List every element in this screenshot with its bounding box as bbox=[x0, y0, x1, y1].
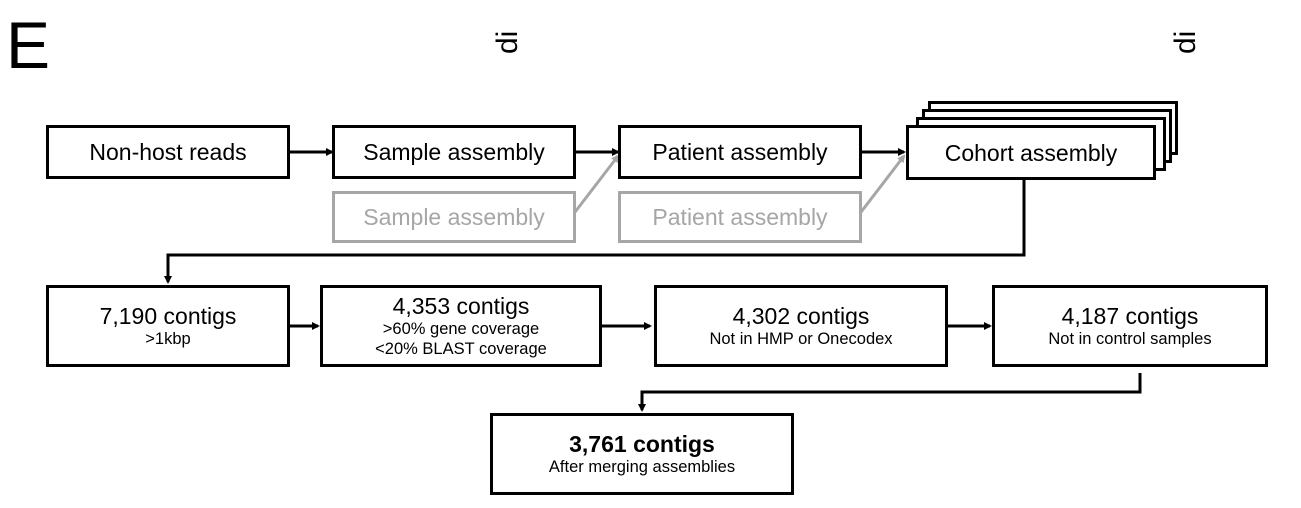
sample-assembly-secondary-label: Sample assembly bbox=[363, 204, 545, 230]
connector-cohort-to-contigs bbox=[164, 180, 1026, 284]
contigs-4187-title: 4,187 contigs bbox=[1061, 303, 1199, 329]
cohort-assembly-box: Cohort assembly bbox=[906, 125, 1156, 180]
contigs-4353-title: 4,353 contigs bbox=[392, 293, 530, 319]
arrow-patient-secondary-to-cohort bbox=[856, 154, 906, 217]
contigs-3761-criteria: After merging assemblies bbox=[548, 458, 736, 476]
contigs-4302-title: 4,302 contigs bbox=[732, 303, 870, 329]
patient-assembly-secondary-label: Patient assembly bbox=[652, 204, 828, 230]
patient-assembly-box: Patient assembly bbox=[618, 125, 862, 179]
contigs-7190-box: 7,190 contigs >1kbp bbox=[46, 285, 290, 367]
non-host-reads-box: Non-host reads bbox=[46, 125, 290, 179]
contigs-4187-criteria: Not in control samples bbox=[1048, 330, 1212, 348]
contigs-7190-title: 7,190 contigs bbox=[99, 303, 237, 329]
sample-assembly-box: Sample assembly bbox=[332, 125, 576, 179]
contigs-4353-box: 4,353 contigs >60% gene coverage <20% BL… bbox=[320, 285, 602, 367]
contigs-4187-box: 4,187 contigs Not in control samples bbox=[992, 285, 1268, 367]
contigs-4302-criteria: Not in HMP or Onecodex bbox=[709, 330, 893, 348]
contigs-4302-box: 4,302 contigs Not in HMP or Onecodex bbox=[654, 285, 948, 367]
connector-4187-to-final bbox=[638, 373, 1142, 412]
contigs-4353-criteria-1: >60% gene coverage bbox=[382, 320, 540, 338]
patient-assembly-secondary-box: Patient assembly bbox=[618, 191, 862, 243]
arrow-sample-secondary-to-patient bbox=[570, 154, 620, 217]
contigs-3761-title: 3,761 contigs bbox=[569, 431, 715, 457]
non-host-reads-label: Non-host reads bbox=[89, 139, 247, 165]
contigs-7190-criteria: >1kbp bbox=[145, 330, 191, 348]
cohort-assembly-label: Cohort assembly bbox=[944, 139, 1118, 166]
patient-assembly-label: Patient assembly bbox=[652, 139, 828, 165]
contigs-3761-box: 3,761 contigs After merging assemblies bbox=[490, 413, 794, 495]
panel-letter: E bbox=[6, 8, 51, 82]
sample-assembly-label: Sample assembly bbox=[363, 139, 545, 165]
sample-assembly-secondary-box: Sample assembly bbox=[332, 191, 576, 243]
contigs-4353-criteria-2: <20% BLAST coverage bbox=[375, 340, 547, 358]
